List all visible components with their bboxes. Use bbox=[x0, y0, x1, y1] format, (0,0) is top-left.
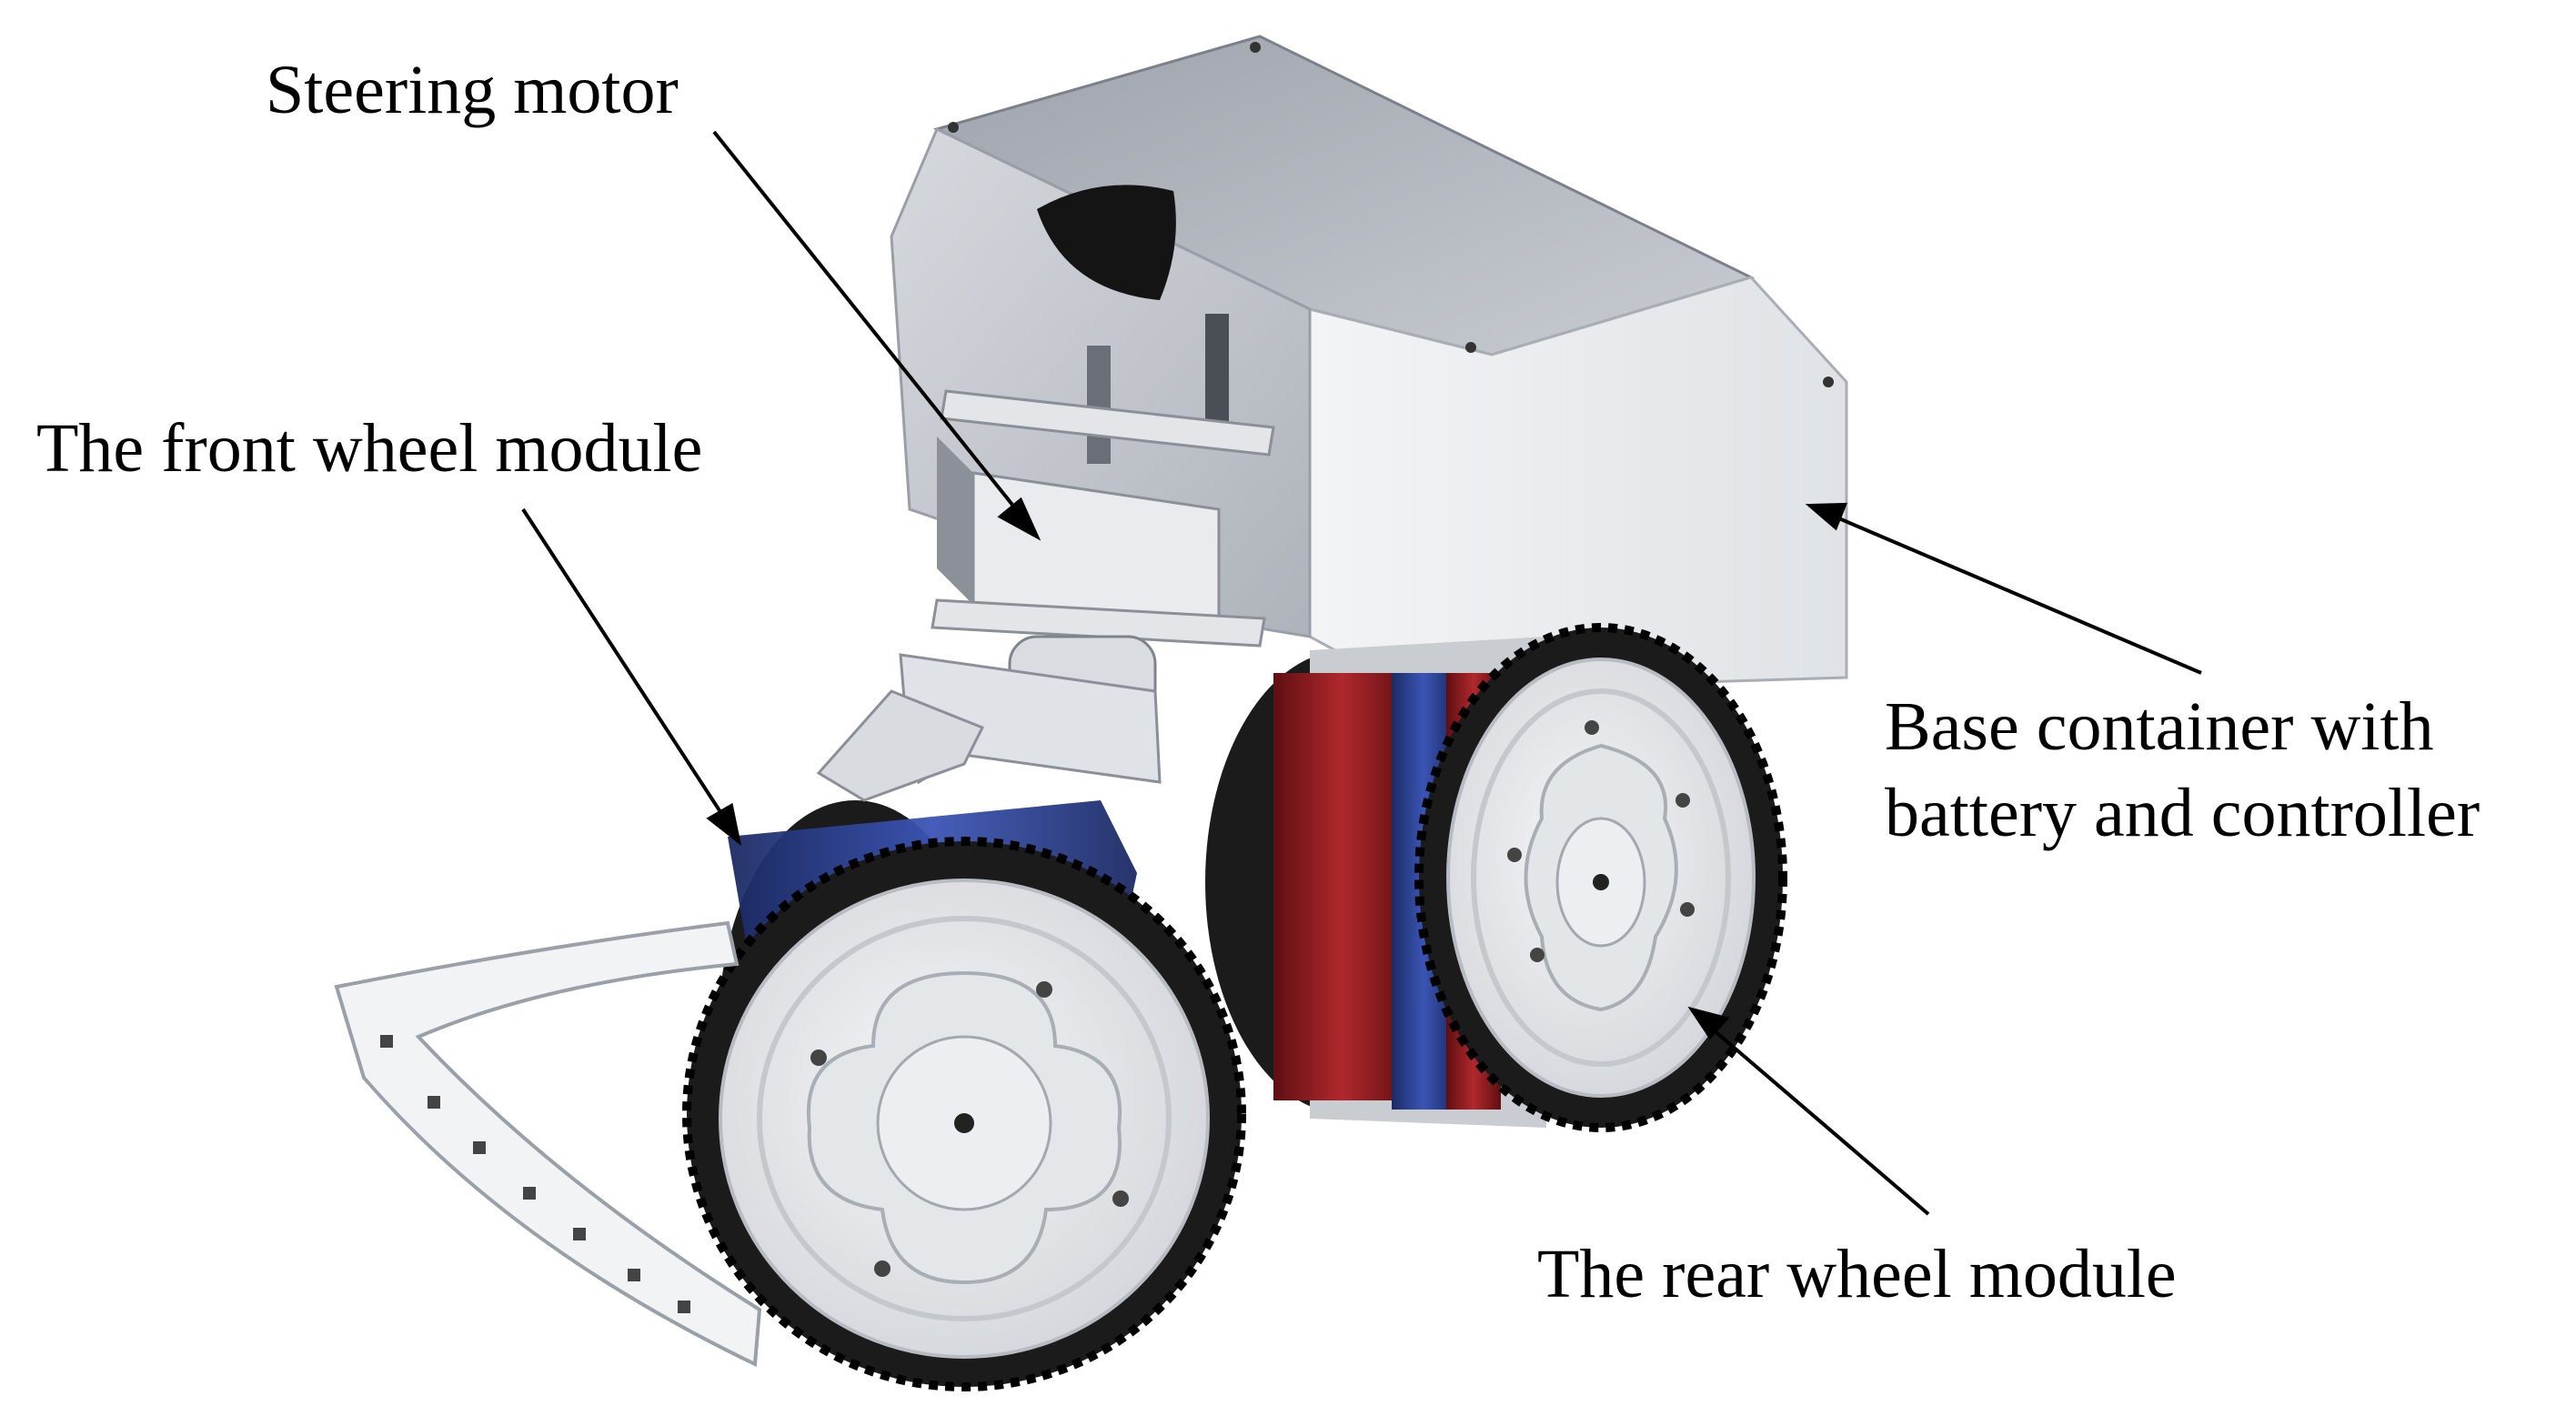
front-fork-arm bbox=[816, 689, 985, 802]
screw-icon bbox=[1823, 377, 1834, 387]
arrow-base-container bbox=[1827, 512, 2202, 675]
rear-wheel-module bbox=[1205, 623, 1787, 1132]
arrowhead-icon bbox=[1687, 1006, 1730, 1040]
screw-icon bbox=[1250, 42, 1261, 53]
leader-arrows bbox=[521, 130, 2202, 1216]
arm-hole bbox=[628, 1269, 640, 1281]
bolt-icon bbox=[1507, 848, 1522, 862]
arm-hole bbox=[523, 1187, 536, 1200]
bolt-icon bbox=[1585, 720, 1599, 735]
label-base-container-line2: battery and controller bbox=[1885, 775, 2480, 851]
screw-icon bbox=[1465, 342, 1476, 353]
front-curved-arm bbox=[334, 920, 762, 1368]
arrowhead-icon bbox=[706, 802, 742, 846]
bolt-icon bbox=[810, 1049, 827, 1066]
bolt-icon bbox=[1675, 793, 1690, 808]
axle-bolt-icon bbox=[954, 1113, 974, 1133]
rear-belt-red bbox=[1273, 673, 1410, 1100]
motor-lower-bracket bbox=[931, 598, 1266, 648]
motor-shaft bbox=[1087, 346, 1111, 464]
screw-icon bbox=[948, 122, 959, 133]
axle-bolt-icon bbox=[1593, 874, 1609, 890]
arrowhead-icon bbox=[1805, 502, 1847, 531]
arm-hole bbox=[428, 1096, 440, 1109]
arrow-front-wheel-module bbox=[521, 507, 730, 825]
bolt-icon bbox=[1530, 948, 1545, 962]
bolt-icon bbox=[1680, 902, 1695, 917]
bolt-icon bbox=[874, 1260, 891, 1277]
base-container-opening bbox=[1037, 185, 1176, 300]
arm-hole bbox=[473, 1141, 486, 1154]
arrow-rear-wheel-module bbox=[1704, 1021, 1930, 1216]
label-base-container-line1: Base container with bbox=[1885, 688, 2434, 765]
arrowhead-icon bbox=[997, 497, 1041, 541]
arm-hole bbox=[573, 1228, 586, 1240]
motor-shaft bbox=[1205, 314, 1229, 432]
rear-wheel-rim-groove bbox=[1471, 688, 1731, 1067]
bolt-icon bbox=[1036, 981, 1052, 998]
curved-arm-plate bbox=[334, 920, 762, 1368]
motor-upper-bracket bbox=[940, 389, 1275, 457]
arm-hole bbox=[678, 1301, 690, 1313]
steering-motor-side bbox=[937, 437, 973, 605]
arm-hole bbox=[380, 1035, 393, 1048]
label-front-wheel-module: The front wheel module bbox=[36, 410, 703, 487]
front-wheel-rim-groove bbox=[757, 916, 1172, 1321]
label-rear-wheel-module: The rear wheel module bbox=[1537, 1236, 2177, 1312]
arrow-steering-motor bbox=[712, 130, 1025, 520]
label-base-container: Base container with battery and controll… bbox=[1885, 684, 2480, 857]
label-steering-motor: Steering motor bbox=[266, 52, 679, 128]
front-wheel-module bbox=[682, 689, 1246, 1391]
bolt-icon bbox=[1112, 1190, 1129, 1207]
